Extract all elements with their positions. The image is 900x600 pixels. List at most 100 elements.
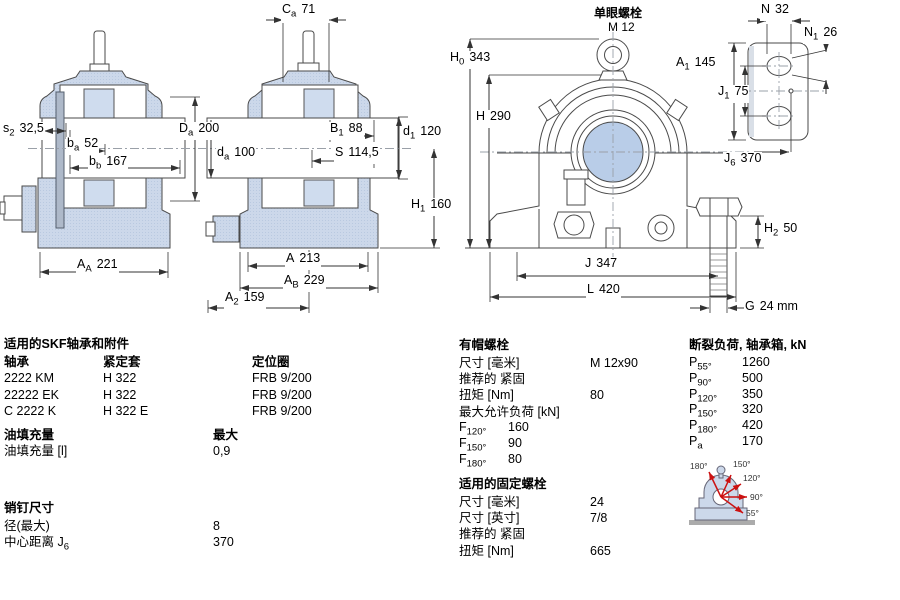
row-label: 尺寸 [毫米]: [459, 495, 520, 509]
section-cap-bolts: 有帽螺栓 尺寸 [毫米] M 12x90 推荐的 紧固 扭矩 [Nm] 80 最…: [459, 337, 638, 470]
row-value: 370: [213, 535, 234, 550]
row-label: 推荐的 紧固: [459, 372, 525, 387]
row-label: Pa: [689, 433, 703, 452]
section-title: 有帽螺栓: [459, 338, 510, 352]
row-value: 1260: [742, 355, 770, 369]
row-label: 油填充量 [l]: [4, 444, 68, 459]
row-value: 0,9: [213, 444, 231, 459]
column-header: 定位圈: [252, 355, 290, 369]
row-value: 7/8: [590, 511, 608, 526]
row-label: F180°: [459, 451, 487, 470]
section-pin-size: 销钉尺寸 径(最大) 8 中心距离 J6 370: [4, 500, 234, 553]
angle-label: 150°: [733, 459, 751, 469]
row-value: 665: [590, 543, 611, 558]
row-label: 推荐的 紧固: [459, 527, 525, 542]
row-label: 扭矩 [Nm]: [459, 388, 514, 403]
table-cell: H 322: [103, 371, 137, 386]
column-header: 最大: [213, 428, 239, 442]
section-bearings-accessories: 适用的SKF轴承和附件 轴承 紧定套 定位圈 2222 KM H 322 FRB…: [4, 336, 312, 420]
row-value: 8: [213, 519, 220, 533]
row-value: [590, 526, 611, 542]
table-cell: C 2222 K: [4, 404, 57, 419]
row-label: P55°: [689, 355, 712, 373]
row-label: 最大允许负荷 [kN]: [459, 404, 560, 419]
row-label: F150°: [459, 435, 487, 454]
drawing-housing-front-view: [465, 32, 764, 313]
row-value: 350: [742, 386, 763, 401]
section-title: 销钉尺寸: [4, 501, 55, 515]
table-cell: 22222 EK: [4, 387, 59, 402]
row-label: 尺寸 [英寸]: [459, 511, 520, 526]
load-angle-diagram: 180° 150° 120° 90° 55°: [689, 459, 763, 525]
drawing-base-plate-view: [728, 18, 829, 155]
row-label: F120°: [459, 419, 487, 438]
row-label: 径(最大): [4, 519, 50, 533]
angle-label: 120°: [743, 473, 761, 483]
ground-hatch: [689, 520, 755, 525]
row-value: [590, 371, 638, 387]
column-header: 紧定套: [103, 355, 141, 369]
row-value: 80: [508, 451, 522, 466]
row-label: 尺寸 [毫米]: [459, 356, 520, 370]
row-label: 中心距离 J6: [4, 535, 70, 553]
row-value: 320: [742, 402, 763, 417]
row-value: 420: [742, 418, 763, 433]
table-cell: 2222 KM: [4, 371, 55, 386]
row-label: P120°: [689, 386, 717, 405]
row-value: 90: [508, 435, 522, 450]
section-oil-fill: 油填充量 最大 油填充量 [l] 0,9: [4, 427, 238, 460]
drawing-shaft-section-left: [0, 30, 200, 278]
load-direction-arrows: [708, 471, 747, 514]
row-label: P180°: [689, 418, 717, 436]
section-title: 适用的固定螺栓: [459, 477, 547, 491]
angle-label: 90°: [750, 492, 763, 502]
section-fixing-bolts: 适用的固定螺栓 尺寸 [毫米] 24 尺寸 [英寸] 7/8 推荐的 紧固 扭矩…: [459, 476, 611, 559]
section-title: 适用的SKF轴承和附件: [4, 337, 130, 351]
eyebolt-size: M 12: [608, 20, 635, 34]
mini-housing: [694, 465, 748, 521]
row-value: 170: [742, 433, 763, 448]
row-value: [590, 404, 638, 420]
angle-label: 180°: [690, 461, 708, 471]
row-label: 扭矩 [Nm]: [459, 543, 514, 558]
table-cell: H 322 E: [103, 404, 149, 419]
table-cell: FRB 9/200: [252, 387, 312, 402]
row-label: P90°: [689, 370, 712, 389]
table-cell: FRB 9/200: [252, 404, 312, 419]
section-breaking-loads: 断裂负荷, 轴承箱, kN P55° 1260 P90° 500 P120° 3…: [689, 337, 807, 452]
technical-drawings-svg: [0, 17, 829, 313]
angle-label: 55°: [746, 508, 759, 518]
row-label: P150°: [689, 402, 717, 420]
eyebolt-label: 单眼螺栓: [594, 6, 643, 20]
section-title: 油填充量: [4, 428, 55, 442]
table-cell: H 322: [103, 387, 137, 402]
row-value: 160: [508, 419, 529, 434]
row-value: M 12x90: [590, 356, 638, 370]
section-title: 断裂负荷, 轴承箱, kN: [689, 338, 807, 352]
column-header: 轴承: [4, 355, 30, 369]
